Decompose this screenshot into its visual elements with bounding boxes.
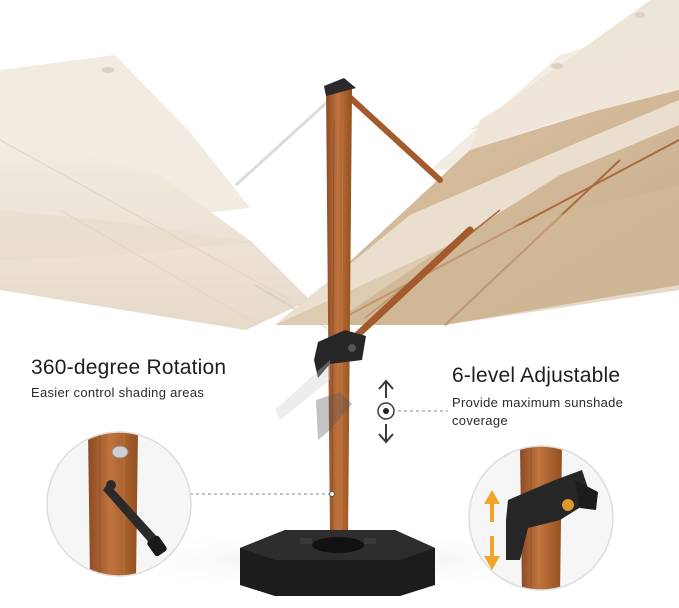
crank-pointer-dot (329, 491, 335, 497)
up-arrow-icon (378, 379, 394, 398)
strut-arm (341, 89, 474, 344)
rotation-title: 360-degree Rotation (31, 356, 227, 379)
umbrella-base (240, 530, 435, 596)
hinge-joint (314, 330, 366, 378)
adjust-arrows-icon (484, 490, 500, 570)
adjustable-title: 6-level Adjustable (452, 364, 621, 387)
rotation-subtitle: Easier control shading areas (31, 385, 205, 400)
main-canopy (275, 40, 679, 326)
crank-detail-circle (46, 431, 192, 577)
ghost-hinge (275, 360, 352, 440)
down-arrow-icon (378, 424, 394, 444)
left-ghost-canopy (0, 55, 310, 330)
target-icon (377, 402, 395, 420)
adjustable-subtitle: Provide maximum sunshade coverage (452, 395, 624, 428)
umbrella-pole (324, 78, 356, 540)
